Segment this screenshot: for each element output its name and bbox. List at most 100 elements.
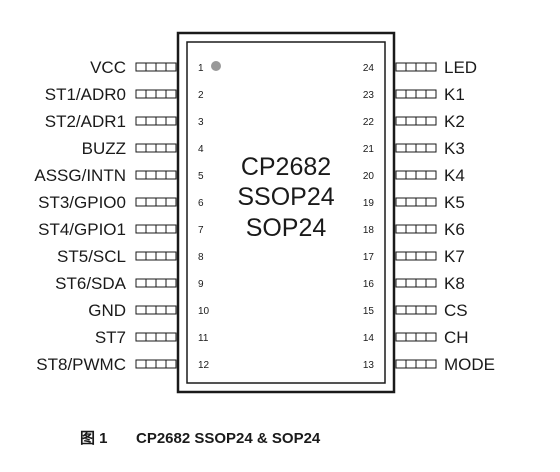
left-pin-5-label: ASSG/INTN [34, 166, 126, 185]
left-pin-2: ST1/ADR0 2 [45, 85, 204, 104]
right-pin-21-lead [395, 143, 437, 153]
right-pin-18-number: 18 [363, 225, 375, 236]
left-pin-3-label: ST2/ADR1 [45, 112, 126, 131]
right-pin-15-number: 15 [363, 306, 375, 317]
right-pin-21-number: 21 [363, 144, 375, 155]
left-pin-6-label: ST3/GPIO0 [38, 193, 126, 212]
left-pin-2-number: 2 [198, 90, 204, 101]
right-pin-14: CH 14 [363, 328, 469, 347]
left-pin-3: ST2/ADR1 3 [45, 112, 204, 131]
chip-body-inner [186, 41, 386, 384]
left-pin-10-number: 10 [198, 306, 210, 317]
figure-title: CP2682 SSOP24 & SOP24 [136, 430, 321, 447]
left-pin-6-number: 6 [198, 198, 204, 209]
right-pin-16: K8 16 [363, 274, 465, 293]
left-pin-7-label: ST4/GPIO1 [38, 220, 126, 239]
right-pin-23-lead [395, 89, 437, 99]
left-pin-8-lead [135, 251, 177, 261]
right-pin-22-lead [395, 116, 437, 126]
right-pin-17: K7 17 [363, 247, 465, 266]
right-pin-16-lead [395, 278, 437, 288]
right-pin-13-number: 13 [363, 360, 375, 371]
left-pin-3-lead [135, 116, 177, 126]
right-pin-17-lead [395, 251, 437, 261]
right-pin-17-label: K7 [444, 247, 465, 266]
left-pin-8-number: 8 [198, 252, 204, 263]
left-pin-2-label: ST1/ADR0 [45, 85, 126, 104]
right-pin-20-number: 20 [363, 171, 375, 182]
right-pin-18-label: K6 [444, 220, 465, 239]
right-pin-17-number: 17 [363, 252, 375, 263]
right-pin-20: K4 20 [363, 166, 465, 185]
right-pin-18: K6 18 [363, 220, 465, 239]
right-pin-15-lead [395, 305, 437, 315]
left-pin-2-lead [135, 89, 177, 99]
left-pin-5-lead [135, 170, 177, 180]
right-pin-21: K3 21 [363, 139, 465, 158]
left-pin-11-number: 11 [198, 333, 209, 344]
right-pin-14-label: CH [444, 328, 469, 347]
right-pin-14-number: 14 [363, 333, 375, 344]
left-pin-1-label: VCC [90, 58, 126, 77]
right-pin-15: CS 15 [363, 301, 468, 320]
chip-package-text: SSOP24 [237, 183, 334, 211]
left-pin-12-number: 12 [198, 360, 210, 371]
left-pin-5: ASSG/INTN 5 [34, 166, 204, 185]
right-pin-23-label: K1 [444, 85, 465, 104]
left-pin-9-lead [135, 278, 177, 288]
right-pin-19-number: 19 [363, 198, 375, 209]
right-pin-24-label: LED [444, 58, 477, 77]
pin1-marker [211, 61, 221, 71]
right-pin-14-lead [395, 332, 437, 342]
chip-package-alt-text: SOP24 [246, 214, 327, 242]
right-pin-22-number: 22 [363, 117, 375, 128]
right-pin-24: LED 24 [363, 58, 477, 77]
right-pin-15-label: CS [444, 301, 468, 320]
left-pin-10-lead [135, 305, 177, 315]
left-pin-4-label: BUZZ [82, 139, 126, 158]
right-pin-21-label: K3 [444, 139, 465, 158]
left-pin-5-number: 5 [198, 171, 204, 182]
left-pin-12-lead [135, 359, 177, 369]
left-pin-6: ST3/GPIO0 6 [38, 193, 204, 212]
right-pin-18-lead [395, 224, 437, 234]
left-pin-11: ST7 11 [95, 328, 209, 347]
right-pin-23: K1 23 [363, 85, 465, 104]
right-pin-19: K5 19 [363, 193, 465, 212]
right-pin-24-number: 24 [363, 63, 375, 74]
right-pin-19-label: K5 [444, 193, 465, 212]
left-pin-4: BUZZ 4 [82, 139, 204, 158]
left-pin-1-lead [135, 62, 177, 72]
left-pin-1-number: 1 [198, 63, 204, 74]
right-pin-20-lead [395, 170, 437, 180]
left-pin-8-label: ST5/SCL [57, 247, 126, 266]
left-pin-1: VCC 1 [90, 58, 204, 77]
right-pin-23-number: 23 [363, 90, 375, 101]
right-pin-13-lead [395, 359, 437, 369]
right-pin-22-label: K2 [444, 112, 465, 131]
figure-number: 图 1 [80, 430, 108, 447]
right-pin-16-number: 16 [363, 279, 375, 290]
right-pin-22: K2 22 [363, 112, 465, 131]
left-pin-11-lead [135, 332, 177, 342]
left-pin-7-lead [135, 224, 177, 234]
left-pin-9-label: ST6/SDA [55, 274, 127, 293]
left-pin-9-number: 9 [198, 279, 204, 290]
left-pin-11-label: ST7 [95, 328, 126, 347]
left-pin-12-label: ST8/PWMC [36, 355, 126, 374]
right-pin-24-lead [395, 62, 437, 72]
right-pin-20-label: K4 [444, 166, 465, 185]
left-pin-3-number: 3 [198, 117, 204, 128]
right-pin-19-lead [395, 197, 437, 207]
left-pin-8: ST5/SCL 8 [57, 247, 204, 266]
left-pin-4-number: 4 [198, 144, 204, 155]
right-pin-16-label: K8 [444, 274, 465, 293]
left-pin-9: ST6/SDA 9 [55, 274, 204, 293]
chip-name-text: CP2682 [241, 153, 331, 181]
